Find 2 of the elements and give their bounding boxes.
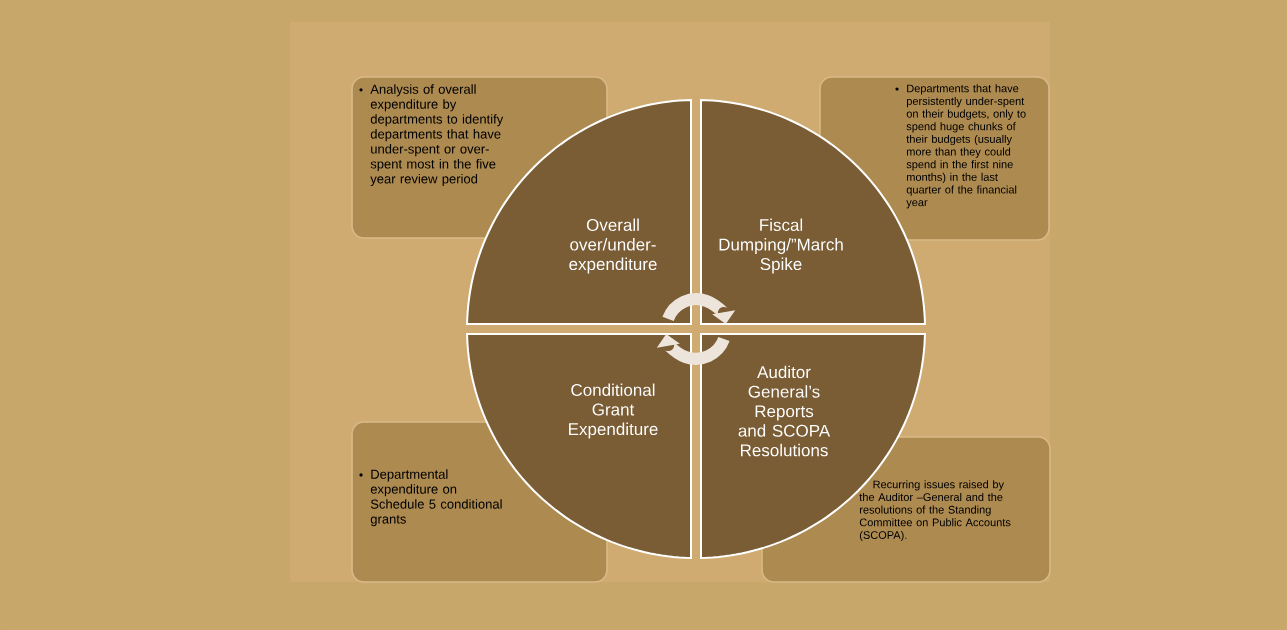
cycle-arrow: [662, 293, 736, 324]
cycle-arrow: [656, 334, 730, 365]
